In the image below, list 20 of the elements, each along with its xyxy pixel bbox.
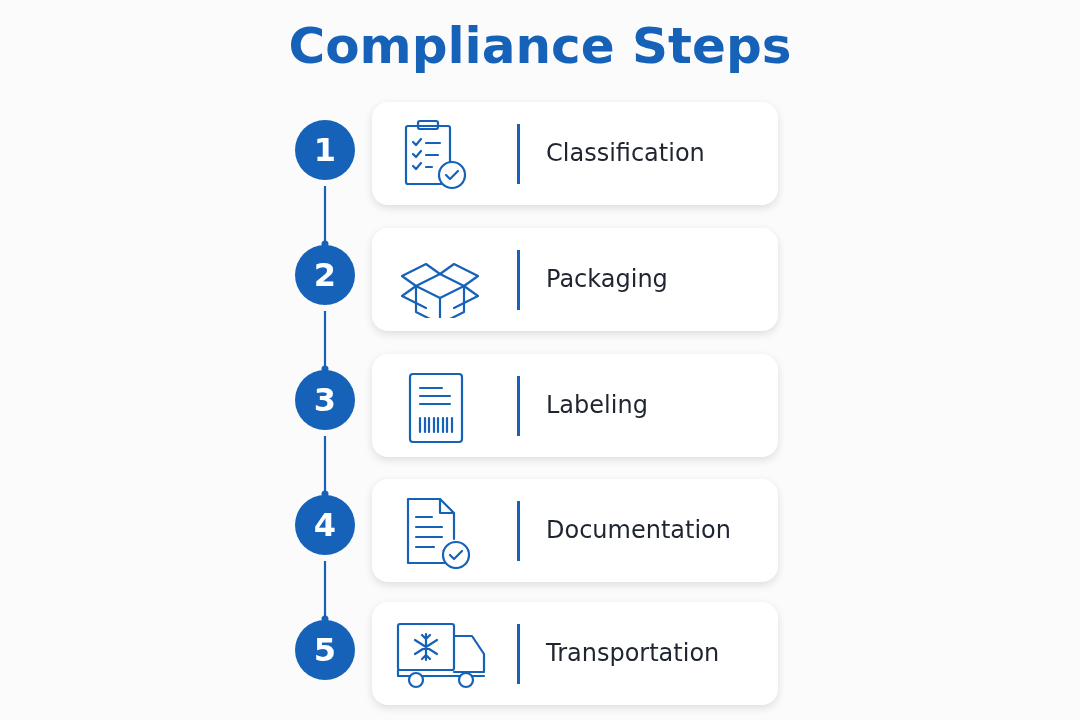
step-number-circle: 2 [295,245,355,305]
step-card [372,102,778,205]
step-label: Transportation [546,638,720,669]
step-label: Labeling [546,390,648,421]
step-card [372,479,778,582]
title: Compliance Steps [287,16,793,77]
connector-line [321,561,329,623]
step-number-circle: 3 [295,370,355,430]
step-label: Classification [546,138,705,169]
connector-line [321,311,329,373]
step-card [372,354,778,457]
step-number-circle: 4 [295,495,355,555]
step-card [372,602,778,705]
step-number-circle: 1 [295,120,355,180]
step-label: Packaging [546,264,668,295]
connector-line [321,436,329,498]
step-label: Documentation [546,515,731,546]
step-card [372,228,778,331]
connector-line [321,186,329,248]
step-number-circle: 5 [295,620,355,680]
